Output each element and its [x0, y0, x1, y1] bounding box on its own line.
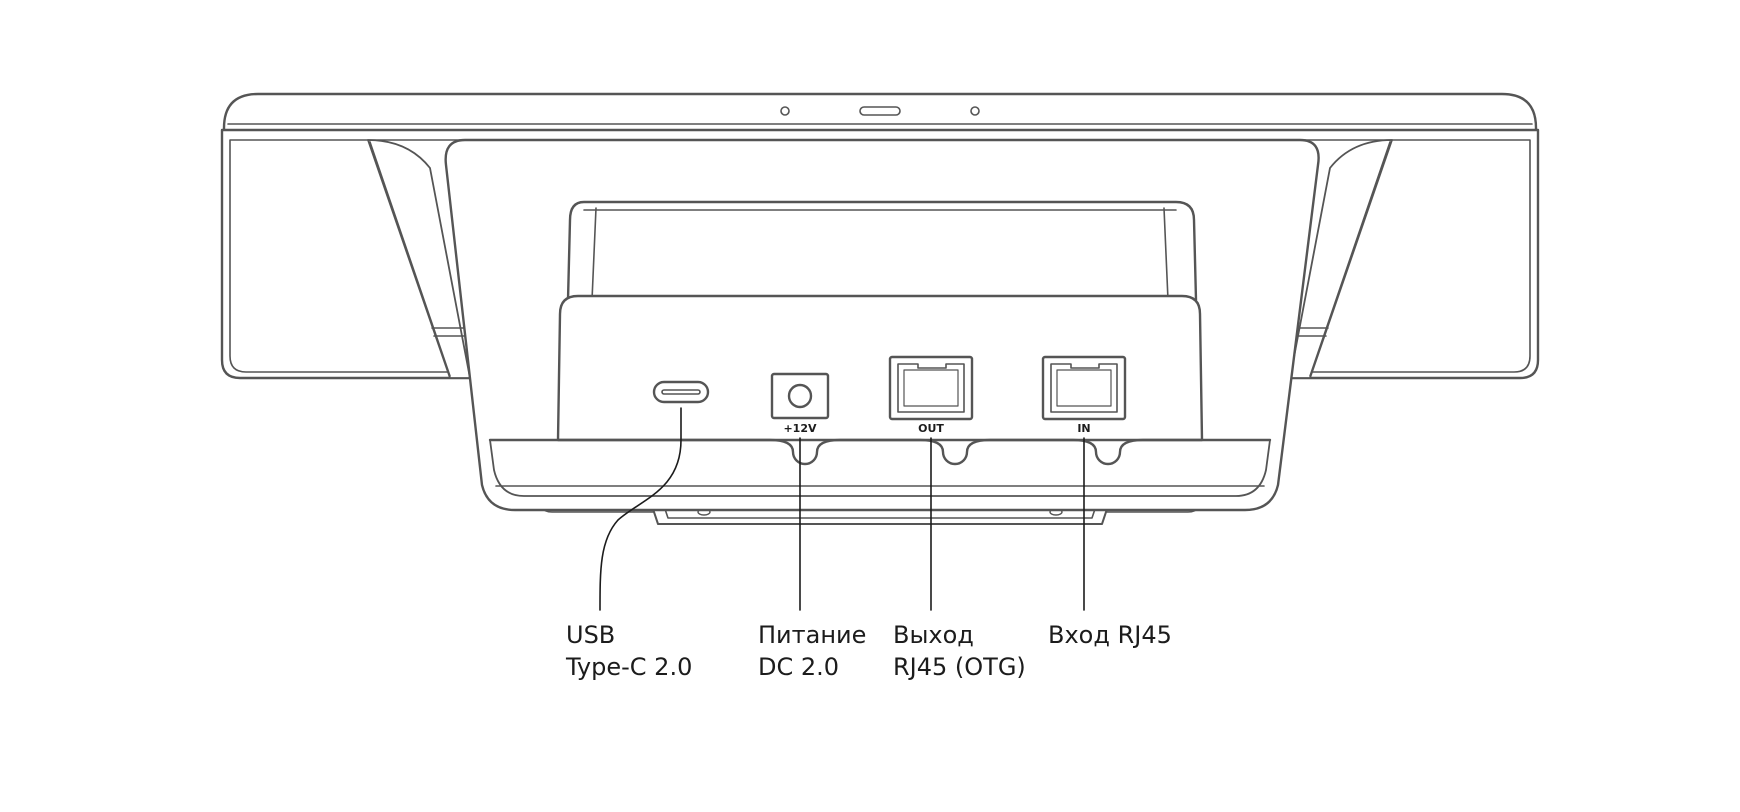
microphone-hole-left: [780, 106, 790, 116]
rj45-out-port: [888, 355, 974, 421]
usb-leader-line: [599, 407, 682, 611]
in-label-line-1: Вход RJ45: [1048, 621, 1172, 649]
panel-top-bar: [222, 92, 1538, 138]
out-label-line-2: RJ45 (OTG): [893, 653, 1026, 681]
cable-ledge: [488, 438, 1272, 466]
rj45-in-port: [1041, 355, 1127, 421]
in-port-label: Вход RJ45: [1048, 619, 1172, 651]
power-label-line-1: Питание: [758, 621, 867, 649]
power-label-line-2: DC 2.0: [758, 653, 840, 681]
leader-lines: [599, 407, 1085, 611]
out-silk-label: OUT: [918, 422, 944, 435]
light-sensor-slot: [859, 106, 901, 116]
usb-c-port: [652, 380, 710, 404]
stand-back-box: [566, 200, 1198, 302]
dc-power-jack: [770, 372, 830, 420]
usb-label-line-2: Type-C 2.0: [566, 653, 693, 681]
microphone-hole-right: [970, 106, 980, 116]
out-label-line-1: Выход: [893, 621, 974, 649]
power-port-label: Питание DC 2.0: [758, 619, 866, 683]
usb-label-line-1: USB: [566, 621, 616, 649]
power-silk-label: +12V: [783, 422, 817, 435]
stand-wing-right: [1289, 139, 1393, 379]
in-silk-label: IN: [1077, 422, 1090, 435]
usb-port-label: USB Type-C 2.0: [566, 619, 692, 683]
stand-wing-left: [367, 139, 471, 379]
out-port-label: Выход RJ45 (OTG): [893, 619, 1026, 683]
